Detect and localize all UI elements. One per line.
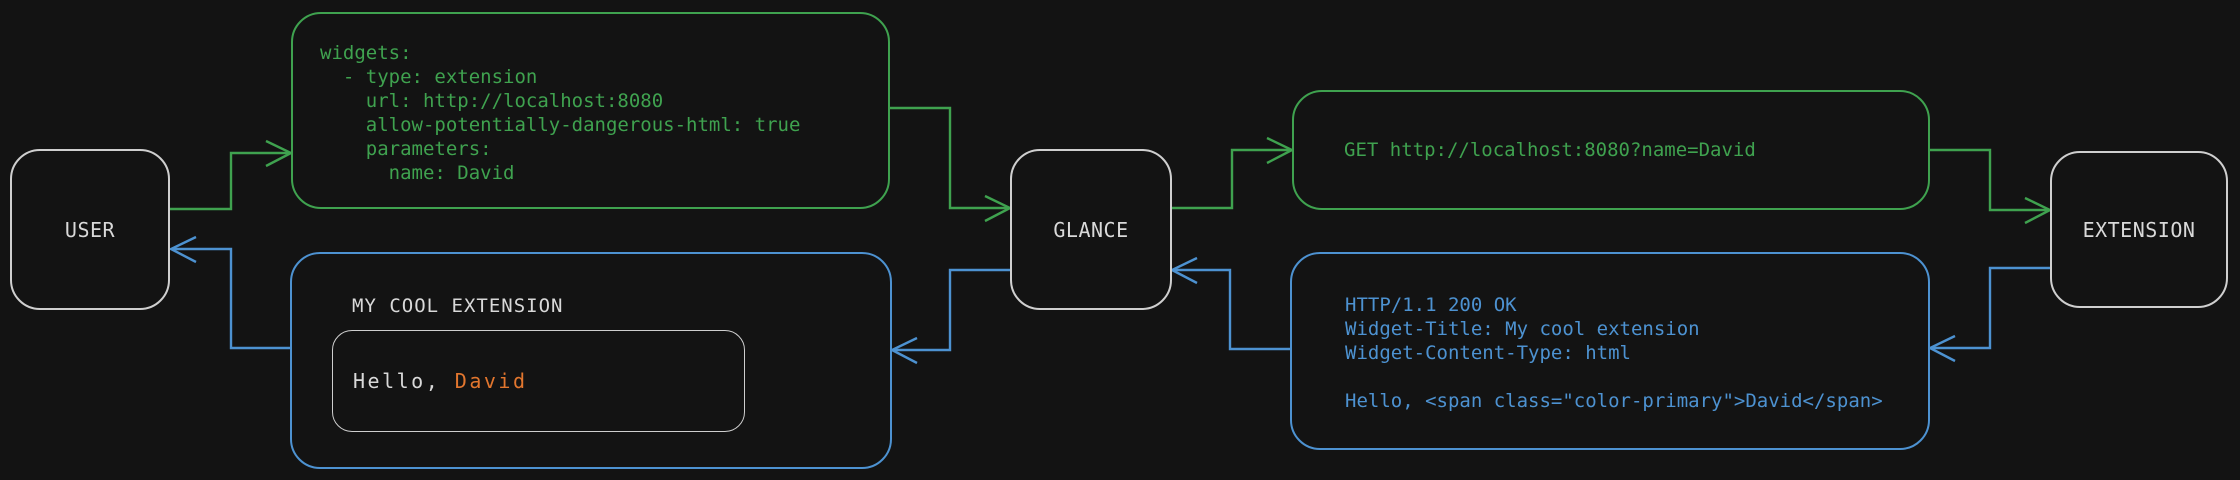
arrow-response-to-glance xyxy=(1169,256,1290,351)
node-glance: GLANCE xyxy=(1010,149,1172,310)
widget-preview-title: MY COOL EXTENSION xyxy=(352,295,564,317)
node-extension: EXTENSION xyxy=(2050,151,2228,308)
config-box: widgets: - type: extension url: http://l… xyxy=(291,12,890,209)
arrow-request-to-extension xyxy=(1930,148,2053,225)
greeting-name: David xyxy=(454,369,528,393)
arrow-config-to-glance xyxy=(890,106,1013,223)
node-user-label: USER xyxy=(64,217,116,242)
response-box: HTTP/1.1 200 OK Widget-Title: My cool ex… xyxy=(1290,252,1930,450)
arrow-widget-to-user xyxy=(168,235,291,350)
config-code: widgets: - type: extension url: http://l… xyxy=(320,42,801,184)
arrow-extension-to-response xyxy=(1927,266,2050,363)
node-extension-label: EXTENSION xyxy=(2082,217,2196,242)
request-text: GET http://localhost:8080?name=David xyxy=(1344,139,1756,161)
greeting-prefix: Hello, xyxy=(353,369,455,393)
widget-preview-box: MY COOL EXTENSION Hello, David xyxy=(290,252,892,469)
widget-greeting-box: Hello, David xyxy=(332,330,745,432)
node-user: USER xyxy=(10,149,170,310)
arrow-user-to-config xyxy=(170,139,294,211)
arrow-glance-to-widget xyxy=(889,268,1010,365)
arrow-glance-to-request xyxy=(1172,136,1295,210)
response-code: HTTP/1.1 200 OK Widget-Title: My cool ex… xyxy=(1345,294,1883,412)
request-box: GET http://localhost:8080?name=David xyxy=(1292,90,1930,210)
node-glance-label: GLANCE xyxy=(1053,217,1129,242)
widget-greeting: Hello, David xyxy=(333,369,528,393)
